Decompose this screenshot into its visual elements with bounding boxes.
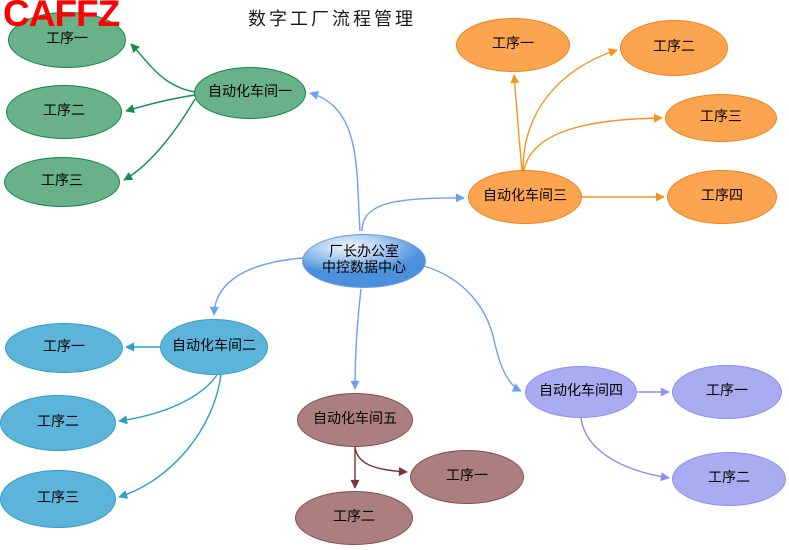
edge-w1-p1 [130, 43, 196, 93]
node-workshop5-process2[interactable]: 工序二 [295, 491, 413, 545]
edge-w2-p2 [118, 374, 218, 425]
node-workshop3-process4[interactable]: 工序四 [667, 170, 777, 224]
edge-w3-p3 [523, 113, 663, 171]
edge-w3-p1 [510, 74, 523, 171]
edge-w1-p2 [125, 94, 196, 113]
node-workshop3[interactable]: 自动化车间三 [468, 170, 582, 224]
edge-w4-p2 [580, 417, 670, 482]
node-workshop3-process3[interactable]: 工序三 [665, 94, 777, 142]
node-workshop1[interactable]: 自动化车间一 [194, 67, 306, 119]
node-workshop5-process1[interactable]: 工序一 [410, 450, 524, 504]
edge-center-workshop4 [423, 265, 522, 392]
node-workshop1-process1[interactable]: 工序一 [8, 12, 126, 68]
node-control-center[interactable]: 厂长办公室 中控数据中心 [302, 234, 426, 288]
control-center-label-line2: 中控数据中心 [322, 261, 406, 276]
edge-center-workshop1 [309, 90, 361, 232]
control-center-label-line1: 厂长办公室 [329, 244, 399, 260]
node-workshop5[interactable]: 自动化车间五 [297, 393, 413, 447]
node-workshop2-process3[interactable]: 工序三 [0, 470, 116, 528]
page-title: 数字工厂流程管理 [248, 9, 416, 29]
edge-w2-p3 [118, 373, 222, 499]
node-workshop4[interactable]: 自动化车间四 [525, 366, 637, 418]
edge-w3-p2 [522, 48, 618, 171]
node-workshop2-process2[interactable]: 工序二 [0, 395, 116, 451]
node-workshop3-process1[interactable]: 工序一 [456, 18, 570, 72]
node-workshop1-process2[interactable]: 工序二 [6, 85, 122, 139]
node-workshop3-process2[interactable]: 工序二 [620, 20, 728, 76]
edge-center-workshop5 [350, 288, 362, 390]
edge-center-workshop3 [361, 193, 465, 232]
edge-w5-p1 [354, 446, 408, 477]
node-workshop4-process2[interactable]: 工序二 [672, 452, 786, 506]
edge-w1-p3 [123, 98, 196, 181]
node-workshop4-process1[interactable]: 工序一 [672, 365, 782, 419]
node-workshop2[interactable]: 自动化车间二 [160, 319, 268, 375]
watermark-logo: CAFFZ [3, 0, 120, 34]
node-workshop1-process3[interactable]: 工序三 [4, 157, 120, 207]
node-workshop2-process1[interactable]: 工序一 [5, 323, 123, 373]
edge-center-workshop2 [209, 257, 304, 316]
